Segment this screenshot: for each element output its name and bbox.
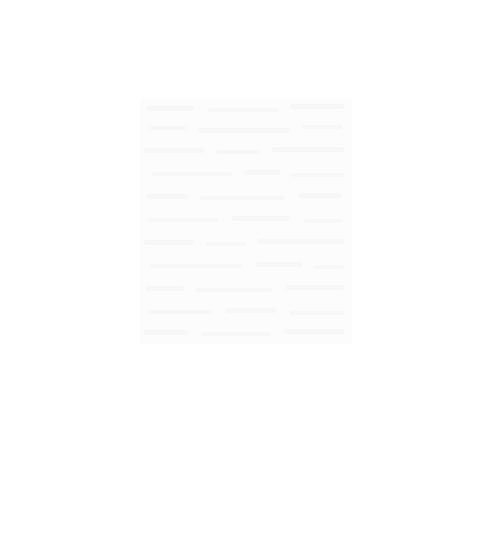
faint-texture-graphic <box>140 98 352 344</box>
faint-texture-panel <box>140 98 352 344</box>
